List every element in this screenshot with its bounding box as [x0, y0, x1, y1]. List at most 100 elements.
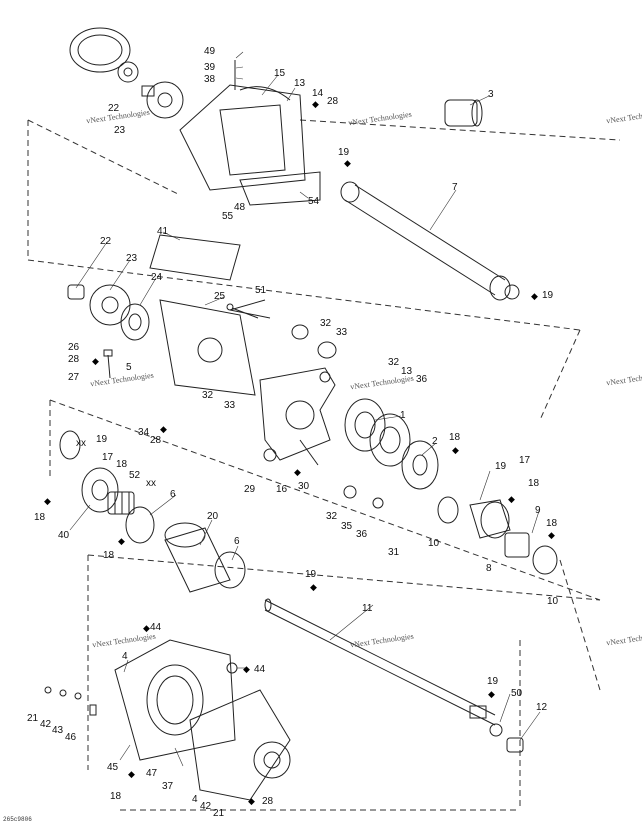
bracket-41 [149, 234, 241, 281]
bushings-32-33 [291, 324, 337, 359]
callout-49: 49 [204, 46, 216, 57]
callout-44-a: 44 [150, 622, 162, 633]
callout-48: 48 [234, 202, 246, 213]
callout-2: 2 [432, 436, 438, 447]
drive-pulley [69, 27, 139, 83]
grease-drop-icon: ◆ [118, 536, 125, 546]
plates-1 [344, 398, 411, 467]
fasteners-left [44, 686, 97, 716]
chain-guard-cover [179, 60, 321, 206]
callout-33-b: 33 [224, 400, 236, 411]
pto-housing [189, 689, 291, 801]
callout-13-mid: 13 [401, 366, 413, 377]
grease-drop-icon: ◆ [312, 99, 319, 109]
callout-xx-b: xx [146, 478, 156, 489]
callout-21-b: 21 [213, 808, 225, 819]
grease-drop-icon: ◆ [508, 494, 515, 504]
callout-52: 52 [129, 470, 141, 481]
callout-18-a: 18 [116, 459, 128, 470]
callout-19-f: 19 [487, 676, 499, 687]
callout-55: 55 [222, 211, 234, 222]
callout-15: 15 [274, 68, 286, 79]
callout-36-a: 36 [416, 374, 428, 385]
callout-18-f: 18 [546, 518, 558, 529]
callout-17-b: 17 [519, 455, 531, 466]
clamp-6-right [214, 551, 246, 589]
callout-9: 9 [535, 505, 541, 516]
callout-17-a: 17 [102, 452, 114, 463]
callout-3: 3 [488, 89, 494, 100]
callout-42-b: 42 [200, 801, 212, 812]
callout-37: 37 [162, 781, 174, 792]
callout-32-d: 32 [326, 511, 338, 522]
nut-35 [343, 485, 357, 499]
grease-drop-icon: ◆ [531, 291, 538, 301]
bearing-housing [159, 299, 271, 396]
washer-36 [372, 497, 384, 509]
rubber-coupler-top [141, 81, 184, 119]
callout-4-b: 4 [192, 794, 198, 805]
grease-drop-icon: ◆ [548, 530, 555, 540]
grease-drop-icon: ◆ [488, 689, 495, 699]
callout-32-b: 32 [388, 357, 400, 368]
grease-drop-icon: ◆ [310, 582, 317, 592]
callout-39: 39 [204, 62, 216, 73]
callout-38: 38 [204, 74, 216, 85]
callout-8: 8 [486, 563, 492, 574]
right-seal-bearing [437, 496, 558, 575]
callout-19-b: 19 [542, 290, 554, 301]
callout-6-b: 6 [234, 536, 240, 547]
callout-34: 34 [138, 427, 150, 438]
grease-drop-icon: ◆ [143, 623, 150, 633]
callout-51: 51 [255, 285, 267, 296]
callout-19-c: 19 [96, 434, 108, 445]
dashed-boundary [27, 119, 621, 811]
callout-40: 40 [58, 530, 70, 541]
callout-19-a: 19 [338, 147, 350, 158]
grease-drop-icon: ◆ [44, 496, 51, 506]
callout-4-a: 4 [122, 651, 128, 662]
grease-drop-icon: ◆ [248, 796, 255, 806]
washer-50 [489, 723, 503, 737]
callout-42-a: 42 [40, 719, 52, 730]
callout-36-b: 36 [356, 529, 368, 540]
grease-drop-icon: ◆ [128, 769, 135, 779]
callout-10-a: 10 [428, 538, 440, 549]
callout-13: 13 [294, 78, 306, 89]
callout-50: 50 [511, 688, 523, 699]
screw-26 [103, 349, 113, 379]
diagram-code: 265c9806 [3, 816, 32, 823]
callout-47: 47 [146, 768, 158, 779]
callout-29: 29 [244, 484, 256, 495]
callout-23-mid: 23 [126, 253, 138, 264]
callout-6-a: 6 [170, 489, 176, 500]
callout-12: 12 [536, 702, 548, 713]
grease-drop-icon: ◆ [344, 158, 351, 168]
callout-23-top: 23 [114, 125, 126, 136]
callout-46: 46 [65, 732, 77, 743]
plate-2 [401, 440, 439, 490]
callout-18-g: 18 [110, 791, 122, 802]
callout-27: 27 [68, 372, 80, 383]
callout-19-e: 19 [305, 569, 317, 580]
callout-44-b: 44 [254, 664, 266, 675]
callout-28-b: 28 [150, 435, 162, 446]
callout-33-a: 33 [336, 327, 348, 338]
callout-41: 41 [157, 226, 169, 237]
callout-14: 14 [312, 88, 324, 99]
callout-31: 31 [388, 547, 400, 558]
callout-25: 25 [214, 291, 226, 302]
callout-16: 16 [276, 484, 288, 495]
mounting-plate [259, 367, 336, 462]
callout-7: 7 [452, 182, 458, 193]
callout-19-d: 19 [495, 461, 507, 472]
driveshaft-11 [264, 598, 496, 726]
coupler-assembly-mid [67, 284, 150, 341]
grease-drop-icon: ◆ [92, 356, 99, 366]
callout-35: 35 [341, 521, 353, 532]
bushing-3 [444, 99, 483, 127]
callout-18-d: 18 [449, 432, 461, 443]
needle-bearing-52 [107, 491, 135, 515]
callout-20: 20 [207, 511, 219, 522]
